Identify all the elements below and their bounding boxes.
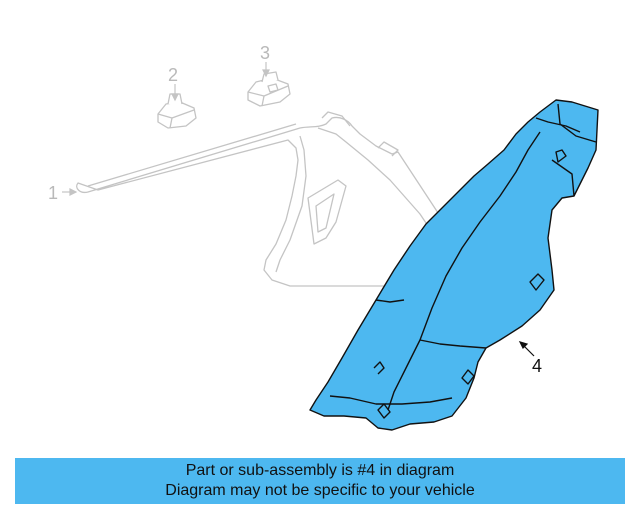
arrowhead-2 bbox=[171, 93, 179, 102]
arrowhead-3 bbox=[262, 69, 270, 78]
arrowhead-1 bbox=[69, 188, 78, 196]
part-1-pillar-trim bbox=[76, 111, 471, 287]
part-4-quarter-trim bbox=[309, 99, 599, 431]
banner-line-part: Part or sub-assembly is #4 in diagram bbox=[185, 462, 455, 479]
part-2-clip bbox=[157, 93, 197, 129]
callout-2: 2 bbox=[168, 65, 178, 85]
arrowhead-4 bbox=[518, 341, 529, 350]
callout-1: 1 bbox=[48, 183, 58, 203]
banner-line-disclaimer: Diagram may not be specific to your vehi… bbox=[165, 482, 475, 499]
callout-4: 4 bbox=[532, 356, 542, 376]
part-3-clip bbox=[247, 71, 291, 107]
leader-line-active bbox=[518, 341, 535, 357]
callout-3: 3 bbox=[260, 43, 270, 63]
info-banner: Part or sub-assembly is #4 in diagram Di… bbox=[15, 458, 625, 504]
leader-lines-ghost bbox=[62, 62, 270, 196]
